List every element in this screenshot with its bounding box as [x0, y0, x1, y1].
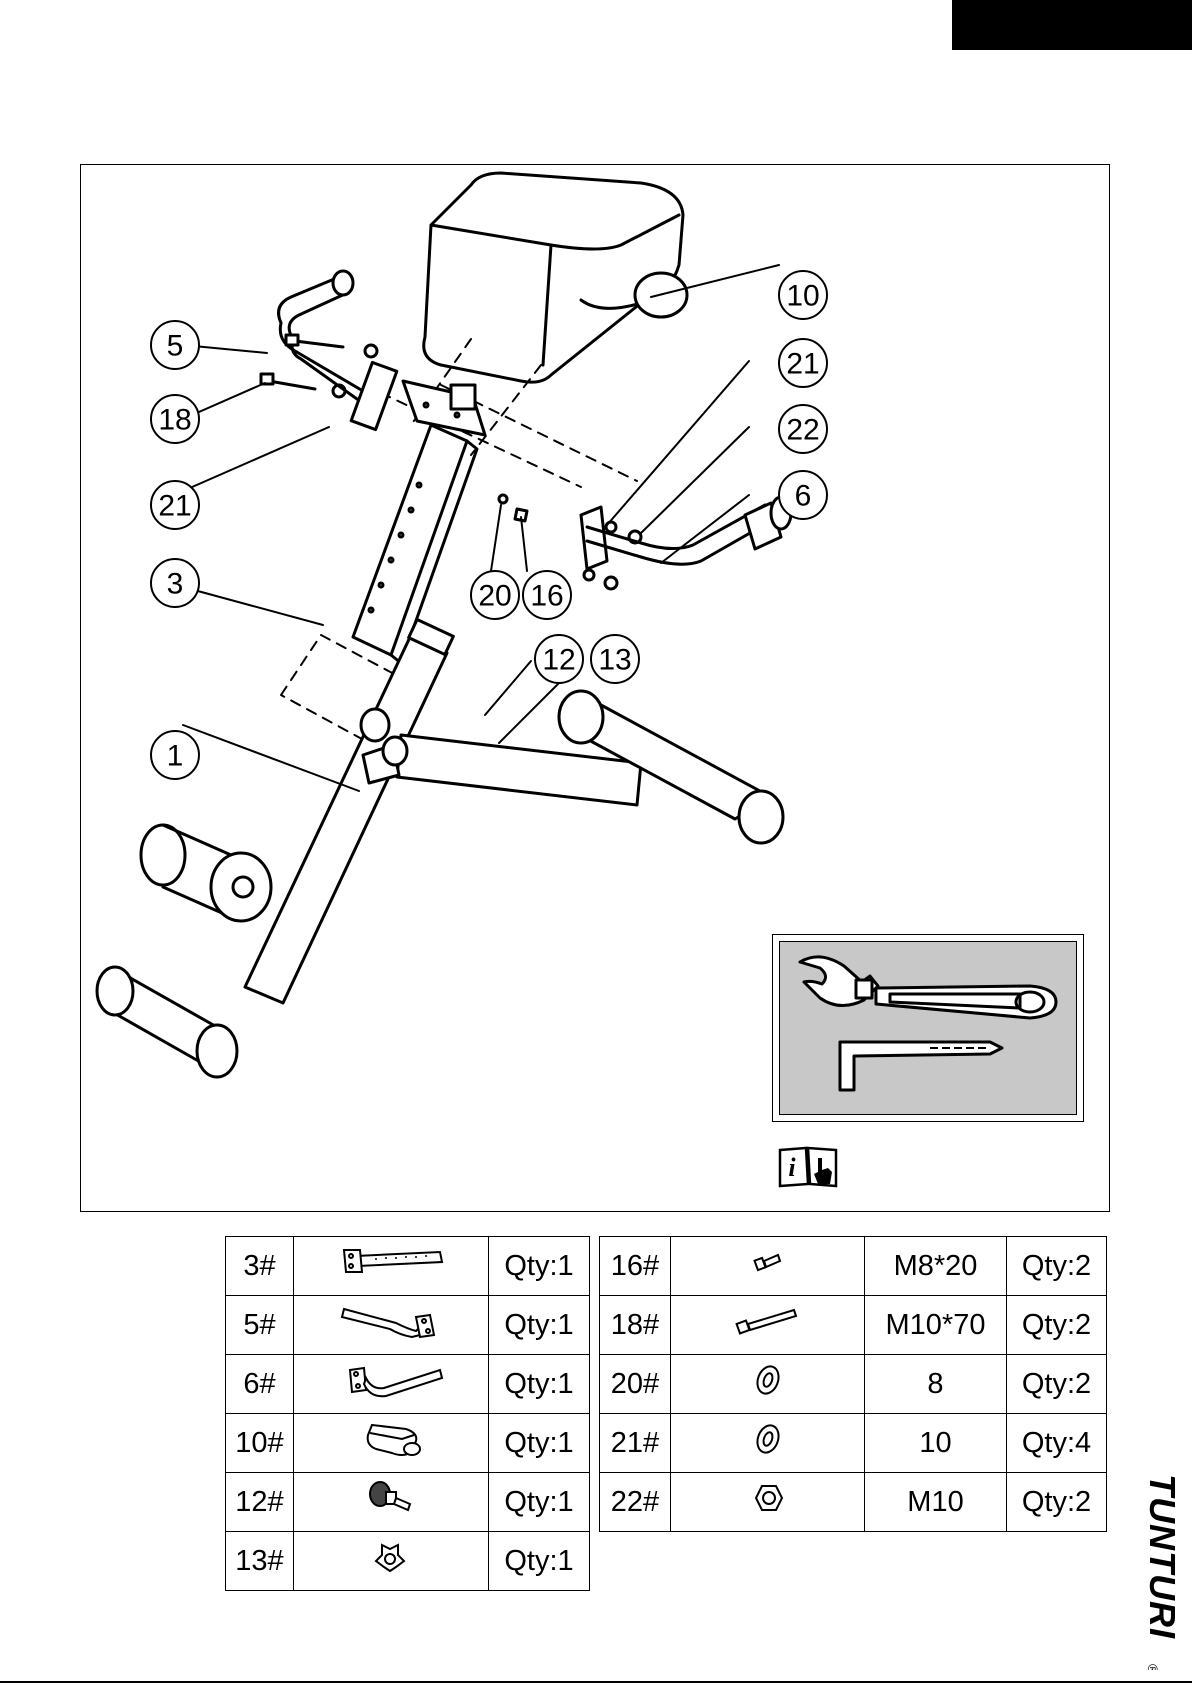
- brand-logo: TUNTURI ®: [1130, 1470, 1190, 1670]
- callout-label: 12: [542, 644, 575, 677]
- table-row: 18# M10*70 Qty:2: [600, 1296, 1107, 1355]
- part-qty: Qty:1: [489, 1473, 590, 1532]
- left-handle-icon: [294, 1296, 489, 1355]
- part-qty: Qty:1: [489, 1296, 590, 1355]
- tools-panel: [779, 941, 1077, 1115]
- table-row: 21# 10 Qty:4: [600, 1414, 1107, 1473]
- part-qty: Qty:1: [489, 1237, 590, 1296]
- table-row: 3# Qty:1: [226, 1237, 590, 1296]
- part-spec: M8*20: [865, 1237, 1007, 1296]
- part-id: 12#: [226, 1473, 294, 1532]
- part-spec: M10: [865, 1473, 1007, 1532]
- part-qty: Qty:2: [1007, 1296, 1107, 1355]
- part-id: 6#: [226, 1355, 294, 1414]
- callout-label: 5: [167, 330, 184, 363]
- brand-registered-mark: ®: [1145, 1664, 1161, 1670]
- callout-label: 1: [167, 740, 184, 773]
- long-bolt-icon: [671, 1296, 865, 1355]
- manual-icon-letter: i: [788, 1153, 796, 1182]
- manual-reference-icon: i: [778, 1144, 840, 1188]
- parts-table-right: 16# M8*20 Qty:2 18# M10*70 Qty:2 20# 8 Q…: [599, 1236, 1107, 1532]
- brand-name: TUNTURI: [1142, 1474, 1183, 1639]
- table-row: 10# Qty:1: [226, 1414, 590, 1473]
- table-row: 16# M8*20 Qty:2: [600, 1237, 1107, 1296]
- part-qty: Qty:2: [1007, 1355, 1107, 1414]
- callout-label: 22: [786, 414, 819, 447]
- part-id: 18#: [600, 1296, 671, 1355]
- washer-icon: [671, 1355, 865, 1414]
- callout-label: 21: [158, 490, 191, 523]
- pop-pin-knob-icon: [294, 1473, 489, 1532]
- base-frame-drawing: [97, 619, 783, 1077]
- part-id: 20#: [600, 1355, 671, 1414]
- back-pad-icon: [294, 1414, 489, 1473]
- part-spec: 8: [865, 1355, 1007, 1414]
- upright-tube-icon: [294, 1237, 489, 1296]
- callout-label: 16: [530, 580, 563, 613]
- table-row: 5# Qty:1: [226, 1296, 590, 1355]
- page-corner-tab: [952, 0, 1192, 50]
- callout-label: 21: [786, 348, 819, 381]
- hex-key-icon: [840, 1042, 1002, 1090]
- part-id: 21#: [600, 1414, 671, 1473]
- part-spec: 10: [865, 1414, 1007, 1473]
- adjustable-wrench-icon: [800, 957, 1056, 1018]
- table-row: 20# 8 Qty:2: [600, 1355, 1107, 1414]
- short-bolt-icon: [671, 1237, 865, 1296]
- part-qty: Qty:2: [1007, 1237, 1107, 1296]
- star-knob-icon: [294, 1532, 489, 1591]
- callout-label: 18: [158, 404, 191, 437]
- parts-table-left: 3# Qty:1 5# Qty:1 6# Qty:1 10# Qty:1 12#…: [225, 1236, 590, 1591]
- part-id: 3#: [226, 1237, 294, 1296]
- bottom-rule: [0, 1681, 1192, 1683]
- part-id: 5#: [226, 1296, 294, 1355]
- washer-icon: [671, 1414, 865, 1473]
- nut-icon: [671, 1473, 865, 1532]
- part-qty: Qty:4: [1007, 1414, 1107, 1473]
- part-id: 16#: [600, 1237, 671, 1296]
- part-qty: Qty:1: [489, 1414, 590, 1473]
- callout-label: 10: [786, 280, 819, 313]
- back-pad-drawing: [424, 173, 687, 382]
- table-row: 6# Qty:1: [226, 1355, 590, 1414]
- part-id: 13#: [226, 1532, 294, 1591]
- callout-label: 6: [795, 480, 812, 513]
- table-row: 12# Qty:1: [226, 1473, 590, 1532]
- callout-label: 3: [167, 568, 184, 601]
- callout-label: 13: [598, 644, 631, 677]
- part-spec: M10*70: [865, 1296, 1007, 1355]
- part-id: 10#: [226, 1414, 294, 1473]
- part-id: 22#: [600, 1473, 671, 1532]
- table-row: 13# Qty:1: [226, 1532, 590, 1591]
- right-handle-icon: [294, 1355, 489, 1414]
- part-qty: Qty:2: [1007, 1473, 1107, 1532]
- tools-drawing: [780, 942, 1078, 1116]
- tools-inset: [772, 934, 1084, 1122]
- part-qty: Qty:1: [489, 1532, 590, 1591]
- part-qty: Qty:1: [489, 1355, 590, 1414]
- table-row: 22# M10 Qty:2: [600, 1473, 1107, 1532]
- callout-label: 20: [478, 580, 511, 613]
